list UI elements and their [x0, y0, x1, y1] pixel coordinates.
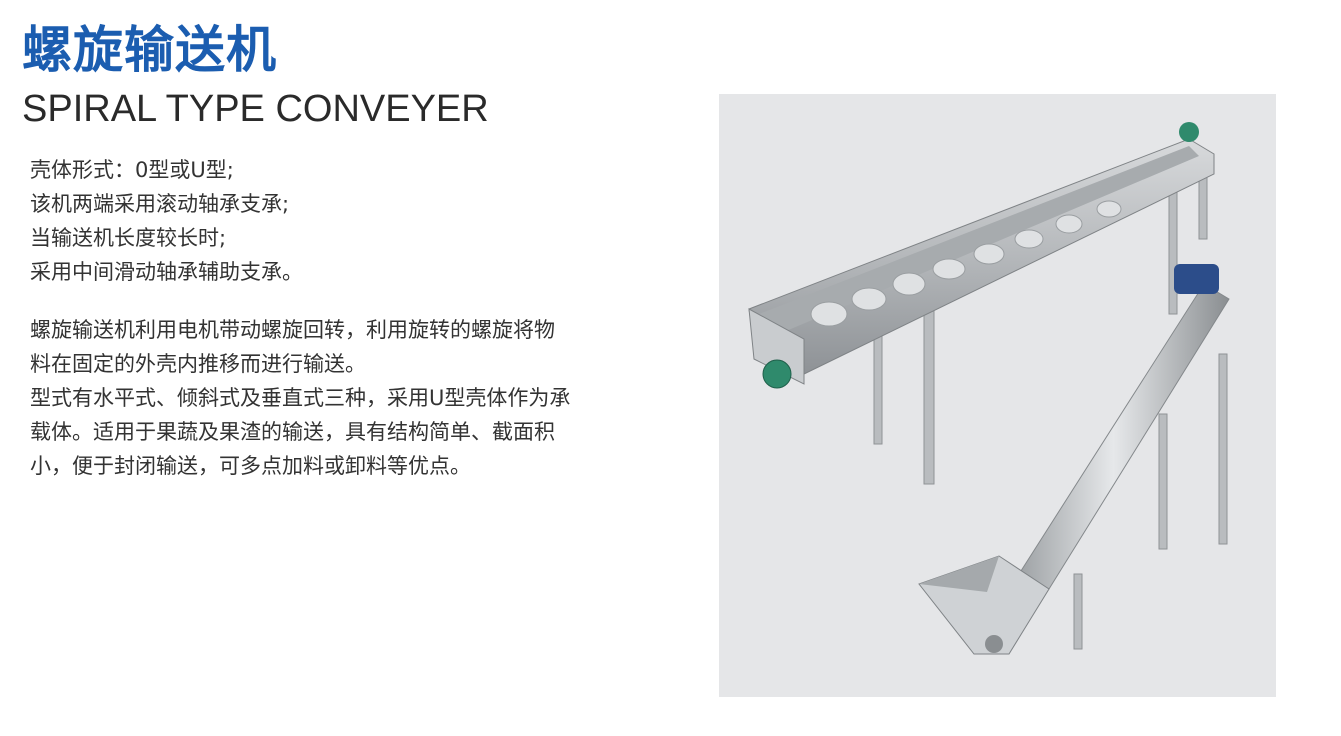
inclined-legs: [1073, 353, 1228, 650]
spec-line: 当输送机长度较长时;: [30, 226, 227, 250]
description: 螺旋输送机利用电机带动螺旋回转，利用旋转的螺旋将物 料在固定的外壳内推移而进行输…: [30, 313, 570, 483]
spiral-conveyor-illustration: [748, 122, 1230, 655]
end-plate: [748, 308, 805, 385]
description-line: 小，便于封闭输送，可多点加料或卸料等优点。: [30, 454, 471, 478]
bearing-housing: [762, 359, 792, 389]
page-subtitle: SPIRAL TYPE CONVEYER: [22, 88, 489, 130]
description-line: 型式有水平式、倾斜式及垂直式三种，采用U型壳体作为承: [30, 386, 571, 410]
screw-flights: [810, 200, 1122, 327]
product-photo: [719, 94, 1276, 697]
drive-motor: [1174, 264, 1219, 294]
page-title: 螺旋输送机: [22, 21, 277, 79]
spec-line: 壳体形式：0型或U型;: [30, 158, 234, 182]
spec-line: 采用中间滑动轴承辅助支承。: [30, 260, 303, 284]
spec-line: 该机两端采用滚动轴承支承;: [30, 192, 290, 216]
description-line: 载体。适用于果蔬及果渣的输送，具有结构简单、截面积: [30, 420, 555, 444]
description-line: 螺旋输送机利用电机带动螺旋回转，利用旋转的螺旋将物: [30, 318, 555, 342]
description-line: 料在固定的外壳内推移而进行输送。: [30, 352, 366, 376]
spec-list: 壳体形式：0型或U型; 该机两端采用滚动轴承支承; 当输送机长度较长时; 采用中…: [30, 153, 303, 289]
inclined-tube: [1018, 283, 1230, 590]
motor: [1179, 122, 1199, 142]
